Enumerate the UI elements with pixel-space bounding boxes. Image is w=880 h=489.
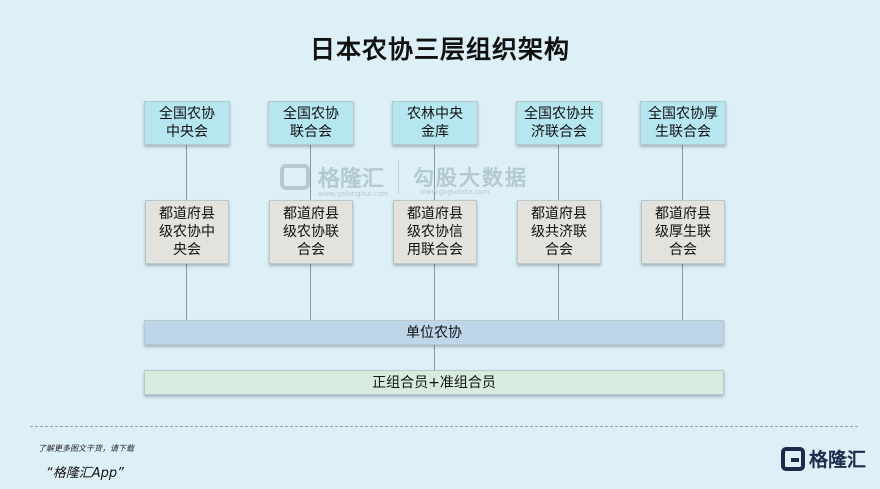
node-prefectural-central-union: 都道府县 级农协中 央会 [145,200,229,264]
node-prefectural-welfare-federation: 都道府县 级厚生联 合会 [641,200,725,264]
node-members: 正组合员+准组合员 [144,370,724,395]
node-national-federation: 全国农协 联合会 [268,101,354,145]
page-title: 日本农协三层组织架构 [309,35,570,64]
node-national-mutual-insurance: 全国农协共 济联合会 [516,101,602,145]
node-norinchukin-bank: 农林中央 金库 [392,101,478,145]
footer-app-name: “格隆汇App” [46,466,124,481]
node-national-welfare-federation: 全国农协厚 生联合会 [640,101,726,145]
watermark-logo-icon [280,164,310,190]
node-prefectural-federation: 都道府县 级农协联 合会 [269,200,353,264]
watermark-brand2: 勾股大数据 [413,166,529,190]
watermark-brand2-url: www.gogudata.com [420,188,490,196]
footer-divider [30,426,858,427]
brand-logo-text: 格隆汇 [808,449,866,471]
watermark-brand: 格隆汇 [318,167,385,192]
node-unit-cooperative: 单位农协 [144,320,724,345]
brand-logo: 格隆汇 [780,445,866,472]
watermark-separator [398,160,400,194]
gelonghui-logo-icon [780,446,805,471]
node-prefectural-credit-federation: 都道府县 级农协信 用联合会 [393,200,477,264]
node-national-central-union: 全国农协 中央会 [144,101,230,145]
watermark: 格隆汇 www.gelonghui.com 勾股大数据 www.gogudata… [280,160,529,198]
connector-line [434,345,435,370]
watermark-brand-url: www.gelonghui.com [318,190,389,198]
node-prefectural-mutual-insurance: 都道府县 级共济联 合会 [517,200,601,264]
footer-note: 了解更多图文干货，请下载 [38,444,134,453]
